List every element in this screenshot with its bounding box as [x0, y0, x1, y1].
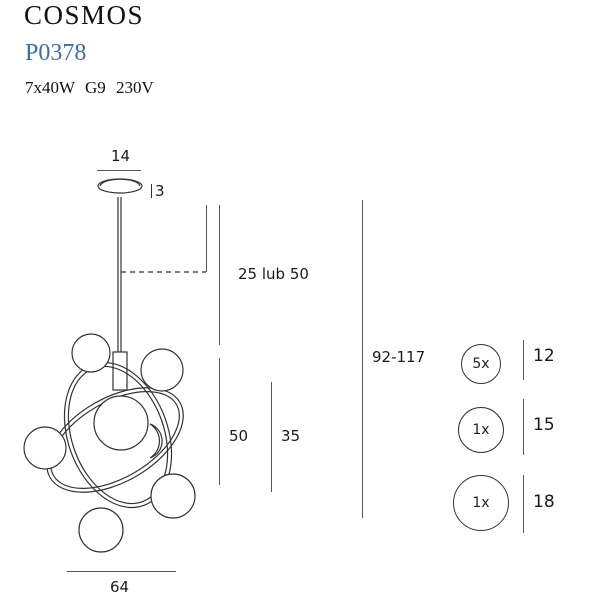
bulb-count-small: 5x: [461, 344, 501, 384]
body-height-label: 50: [229, 427, 249, 445]
bulb-large-line: [523, 475, 524, 533]
bulb-small-line: [523, 340, 524, 380]
bulb-small-diameter: 12: [533, 346, 555, 366]
inner-height-line: [271, 382, 272, 492]
rod-length-line: [219, 205, 220, 345]
total-height-label: 92-117: [372, 348, 426, 366]
canopy-diameter-line: [97, 170, 141, 171]
bulb-medium-diameter: 15: [533, 415, 555, 435]
body-height-line: [219, 358, 220, 485]
inner-height-label: 35: [281, 427, 301, 445]
product-title: COSMOS: [24, 0, 145, 30]
bulb-large-diameter: 18: [533, 492, 555, 512]
canopy-height-line: [151, 184, 152, 198]
canopy-height-label: 3: [155, 182, 165, 200]
rod-inner-line: [206, 205, 207, 272]
bulb-medium-line: [523, 399, 524, 455]
bulb-count-medium: 1x: [458, 407, 504, 453]
rod-length-label: 25 lub 50: [238, 265, 309, 283]
total-height-line: [362, 200, 363, 518]
width-label: 64: [110, 578, 130, 596]
width-line: [67, 571, 176, 572]
canopy-diameter-label: 14: [111, 147, 131, 165]
product-code: P0378: [25, 40, 87, 66]
product-spec: 7x40W G9 230V: [25, 78, 154, 97]
bulb-count-large: 1x: [453, 475, 509, 531]
